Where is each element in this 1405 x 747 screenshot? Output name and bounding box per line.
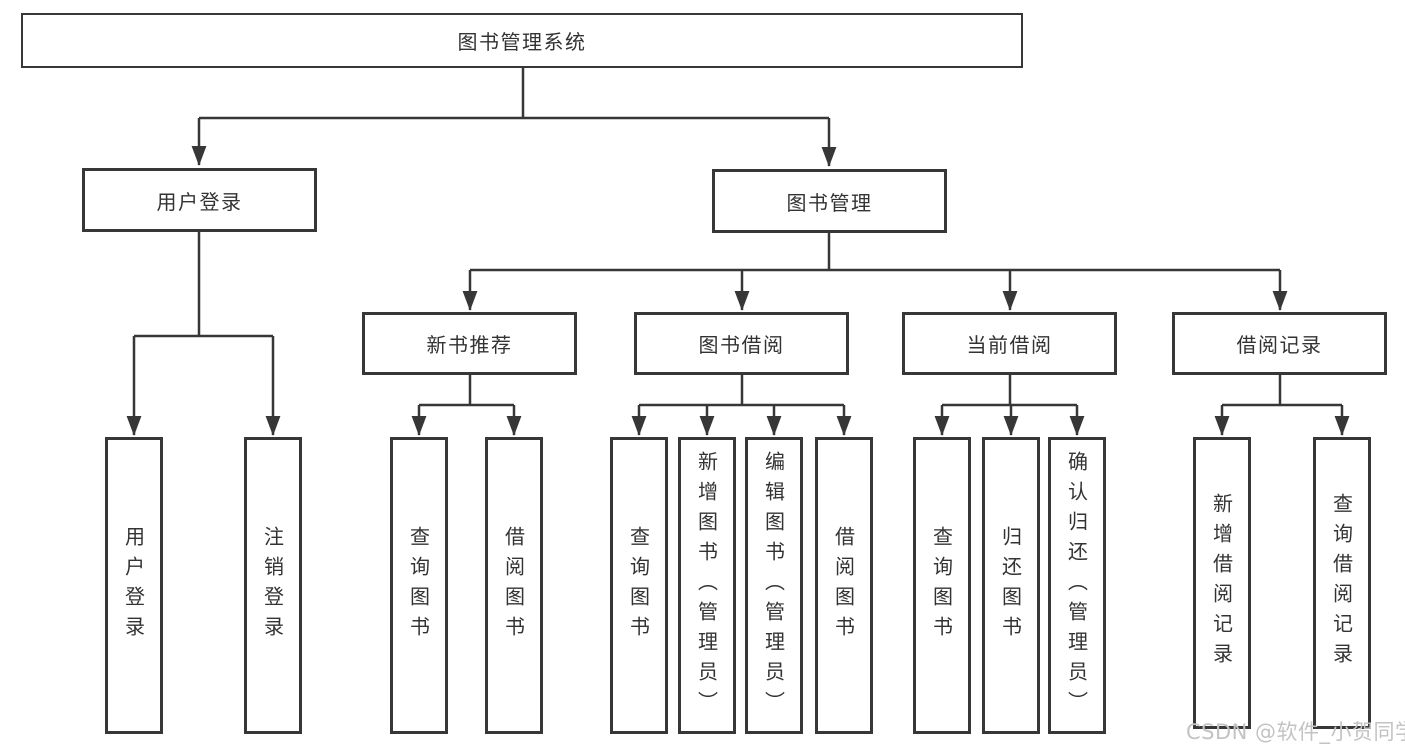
leaf-borrow-edit-books-admin: 编辑图书（管理员） [745, 437, 803, 734]
leaf-borrow-borrow-books: 借阅图书 [815, 437, 873, 734]
node-user-login: 用户登录 [82, 168, 317, 232]
leaf-current-query-books: 查询图书 [913, 437, 971, 734]
leaf-recommend-borrow-books: 借阅图书 [485, 437, 543, 734]
leaf-records-add-record: 新增借阅记录 [1193, 437, 1251, 729]
leaf-borrow-query-books: 查询图书 [610, 437, 668, 734]
leaf-current-return-books: 归还图书 [982, 437, 1040, 734]
leaf-user-login: 用户登录 [105, 437, 163, 734]
node-current-borrow: 当前借阅 [902, 312, 1117, 375]
node-new-book-recommend: 新书推荐 [362, 312, 577, 375]
leaf-current-confirm-return-admin: 确认归还（管理员） [1048, 437, 1106, 734]
node-borrow-records: 借阅记录 [1172, 312, 1387, 375]
leaf-records-query-record: 查询借阅记录 [1313, 437, 1371, 729]
leaf-logout: 注销登录 [244, 437, 302, 734]
leaf-borrow-add-books-admin: 新增图书（管理员） [678, 437, 736, 734]
leaf-recommend-query-books: 查询图书 [390, 437, 448, 734]
node-book-borrow: 图书借阅 [634, 312, 849, 375]
watermark: CSDN @软件_小贺同学 [1186, 720, 1405, 744]
node-root: 图书管理系统 [21, 13, 1023, 68]
node-book-management: 图书管理 [712, 169, 947, 233]
